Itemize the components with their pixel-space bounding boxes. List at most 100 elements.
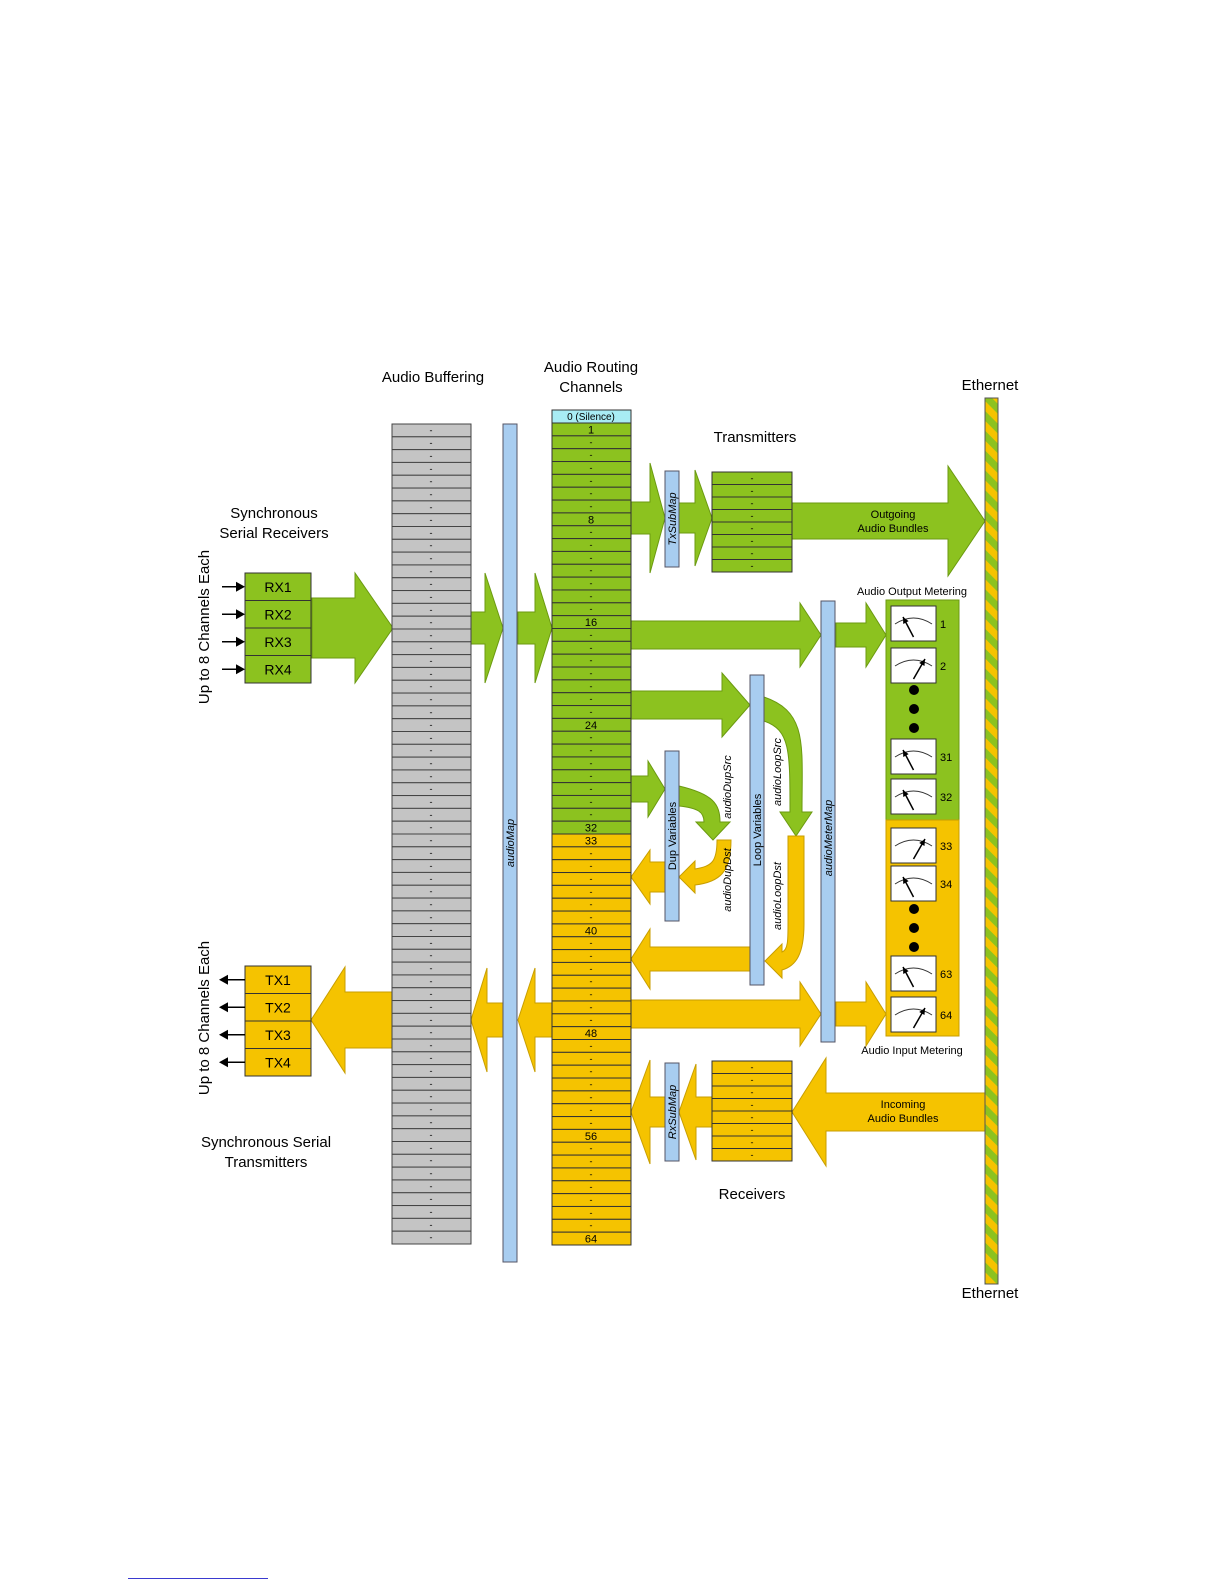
receiver-slot-dash: - (751, 1087, 754, 1097)
rx-port-box (244, 655, 312, 684)
receiver-slot-dash: - (751, 1150, 754, 1160)
input-ellipsis-dot (909, 904, 919, 914)
meter-needle-head (903, 877, 909, 884)
routing-channel-number: 33 (585, 835, 597, 847)
rx-input-arrow-head (236, 581, 245, 592)
tx-port-label: TX3 (265, 1027, 291, 1043)
buffer-cell-dash: - (430, 797, 433, 807)
routing-channel-dash: - (590, 746, 593, 756)
outgoing-label-line1: Outgoing (871, 509, 916, 521)
routing-channel-dash: - (590, 553, 593, 563)
meter-scale-arc (894, 790, 933, 798)
buffer-cell-dash: - (430, 951, 433, 961)
buffer-cell-dash: - (430, 1181, 433, 1191)
buffer-cell-dash: - (430, 630, 433, 640)
buffer-cell-dash: - (430, 1040, 433, 1050)
routing-channel-dash: - (590, 450, 593, 460)
routing-channel-dash: - (590, 1054, 593, 1064)
rx-port-box (244, 600, 312, 629)
buffer-cell-dash: - (430, 1079, 433, 1089)
transmitter-slot-dash: - (751, 511, 754, 521)
tx-output-arrow-head (219, 1002, 228, 1013)
routing-channel-number: 24 (585, 720, 597, 732)
rx-to-buffer-arrow (311, 571, 394, 685)
receiver-slot-dash: - (751, 1137, 754, 1147)
buffer-cell-dash: - (430, 579, 433, 589)
loop-dst-curve-arrow (764, 835, 805, 980)
meter-scale-arc (894, 877, 933, 885)
meter-needle-head (919, 659, 925, 666)
buffer-cell-dash: - (430, 1156, 433, 1166)
rx-submap-label: RxSubMap (667, 1085, 679, 1139)
loop-variables-label: Loop Variables (752, 793, 764, 866)
meter-scale-arc (894, 1008, 933, 1016)
buffer-cell-dash: - (430, 746, 433, 756)
routing-channel-dash: - (590, 566, 593, 576)
level-meter (890, 738, 937, 775)
buffer-cell-dash: - (430, 592, 433, 602)
output-ellipsis-dot (909, 723, 919, 733)
routing-channel-dash: - (590, 1169, 593, 1179)
routing-channel-dash: - (590, 990, 593, 1000)
buffer-cell-dash: - (430, 989, 433, 999)
buffer-cell-dash: - (430, 861, 433, 871)
buffer-cell-dash: - (430, 1233, 433, 1243)
audio-dup-dst-label: audioDupDst (722, 847, 734, 912)
buffer-cell-dash: - (430, 810, 433, 820)
routing-channel-number: 1 (588, 424, 594, 436)
buffer-cell-dash: - (430, 1117, 433, 1127)
rx-submap-bar (664, 1062, 680, 1162)
silence-channel-label: 0 (Silence) (567, 412, 615, 423)
receiver-slot-dash: - (751, 1112, 754, 1122)
routing-channel-dash: - (590, 1221, 593, 1231)
buffer-cell-dash: - (430, 771, 433, 781)
routing-channel-dash: - (590, 1002, 593, 1012)
buffer-cell-dash: - (430, 823, 433, 833)
tx-port-label: TX4 (265, 1055, 291, 1071)
routing-channel-number: 8 (588, 514, 594, 526)
buffer-cell-dash: - (430, 1002, 433, 1012)
tx-port-box (244, 965, 312, 994)
routing-channel-dash: - (590, 977, 593, 987)
audio-dup-src-label: audioDupSrc (722, 755, 734, 819)
routing-to-metermap-yellow-arrow (630, 980, 822, 1048)
buffer-cell-dash: - (430, 489, 433, 499)
buffer-cell-dash: - (430, 964, 433, 974)
transmitter-slot-dash: - (751, 498, 754, 508)
routing-channel-dash: - (590, 1079, 593, 1089)
routing-channel-cell (551, 1231, 632, 1246)
buffer-cell-dash: - (430, 1169, 433, 1179)
routing-channel-dash: - (590, 810, 593, 820)
buffer-cell-dash: - (430, 1066, 433, 1076)
ethernet-bottom-label: Ethernet (962, 1285, 1020, 1302)
dup-to-routing-arrow (630, 848, 666, 906)
buffer-cell-dash: - (430, 1053, 433, 1063)
output-ellipsis-dot (909, 704, 919, 714)
routing-channel-dash: - (590, 656, 593, 666)
level-meter (890, 605, 937, 642)
audio-buffer-column: ----------------------------------------… (391, 423, 472, 1245)
routing-channel-dash: - (590, 938, 593, 948)
input-metering-title: Audio Input Metering (861, 1045, 963, 1057)
outgoing-bundles-arrow (791, 464, 986, 578)
buffer-cell-dash: - (430, 528, 433, 538)
incoming-label-line1: Incoming (881, 1099, 926, 1111)
meter-needle-head (919, 1008, 925, 1015)
routing-channel-dash: - (590, 900, 593, 910)
routing-to-txsubmap-arrow (630, 462, 666, 574)
routing-to-metermap-green-arrow (630, 601, 822, 669)
buffer-cell-dash: - (430, 1130, 433, 1140)
routing-channel-dash: - (590, 1208, 593, 1218)
buffer-cell-dash: - (430, 566, 433, 576)
routing-channels-column: 1------8-------16-------24-------3233---… (551, 422, 632, 1246)
routing-channel-number: 16 (585, 617, 597, 629)
buffer-cell-dash: - (430, 784, 433, 794)
routing-channel-dash: - (590, 1092, 593, 1102)
dup-variables-label: Dup Variables (667, 801, 679, 870)
routing-title-line2: Channels (559, 379, 622, 396)
buffer-cell-dash: - (430, 887, 433, 897)
routing-channel-dash: - (590, 1118, 593, 1128)
buffer-cell-dash: - (430, 502, 433, 512)
buffer-cell-dash: - (430, 464, 433, 474)
